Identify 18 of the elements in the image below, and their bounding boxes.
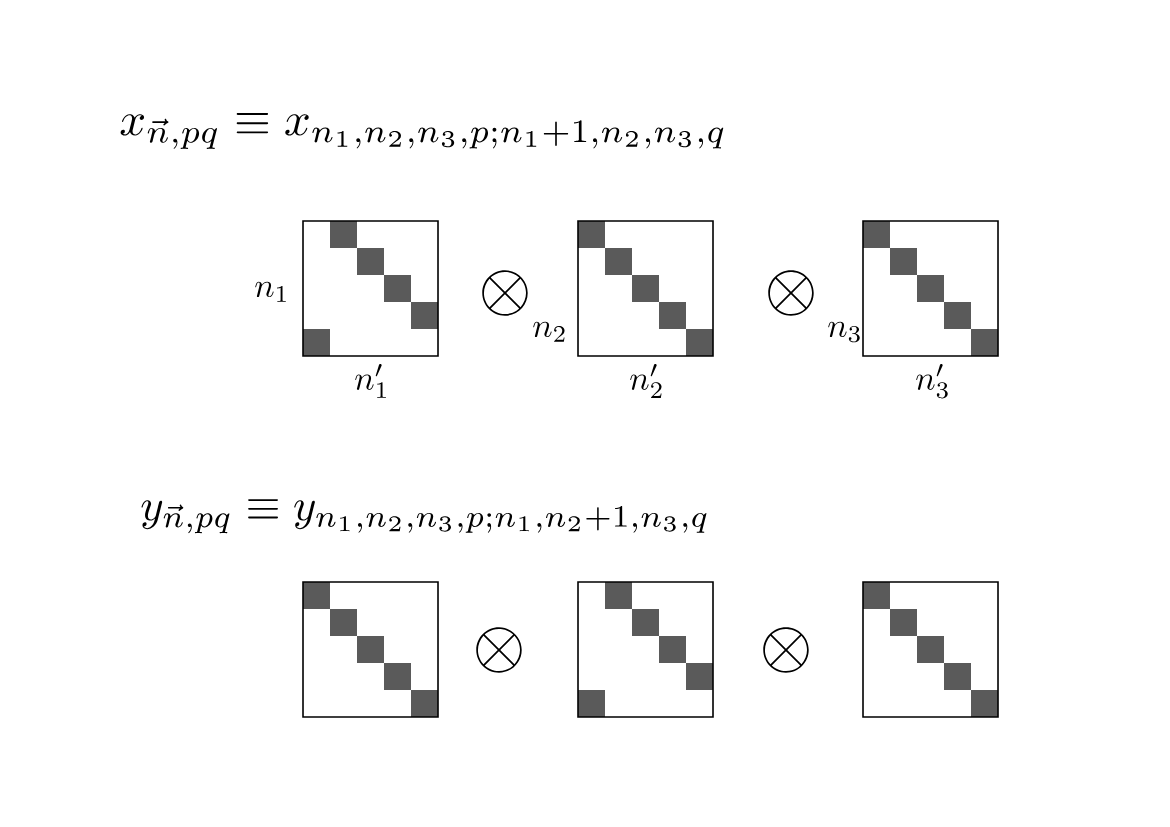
matrix-box — [862, 220, 999, 357]
index-label: $n_3$ — [828, 321, 860, 343]
tensor-product-symbol: $\otimes$ — [482, 270, 528, 316]
index-label: $n'_1$ — [355, 364, 386, 398]
tensor-product-symbol: $\otimes$ — [476, 627, 522, 673]
tensor-product-symbol: $\otimes$ — [768, 270, 814, 316]
matrix-box — [302, 581, 439, 718]
equation: $y_{\vec{n},pq} \equiv y_{n_1,n_2,n_3,p;n_1,n_2+1,n_3,q}$ — [141, 499, 707, 534]
index-label: $n_2$ — [533, 321, 565, 342]
equation: $x_{\vec{n},pq} \equiv x_{n_1,n_2,n_3,p;n_1+1,n_2,n_3,q}$ — [120, 113, 724, 149]
matrix-box — [577, 220, 714, 357]
matrix-box — [302, 220, 439, 357]
index-label: $n_1$ — [255, 281, 286, 302]
index-label: $n'_3$ — [916, 364, 948, 399]
matrix-box — [577, 581, 714, 718]
matrix-box — [862, 581, 999, 718]
index-label: $n'_2$ — [630, 364, 662, 398]
tensor-product-symbol: $\otimes$ — [763, 627, 809, 673]
